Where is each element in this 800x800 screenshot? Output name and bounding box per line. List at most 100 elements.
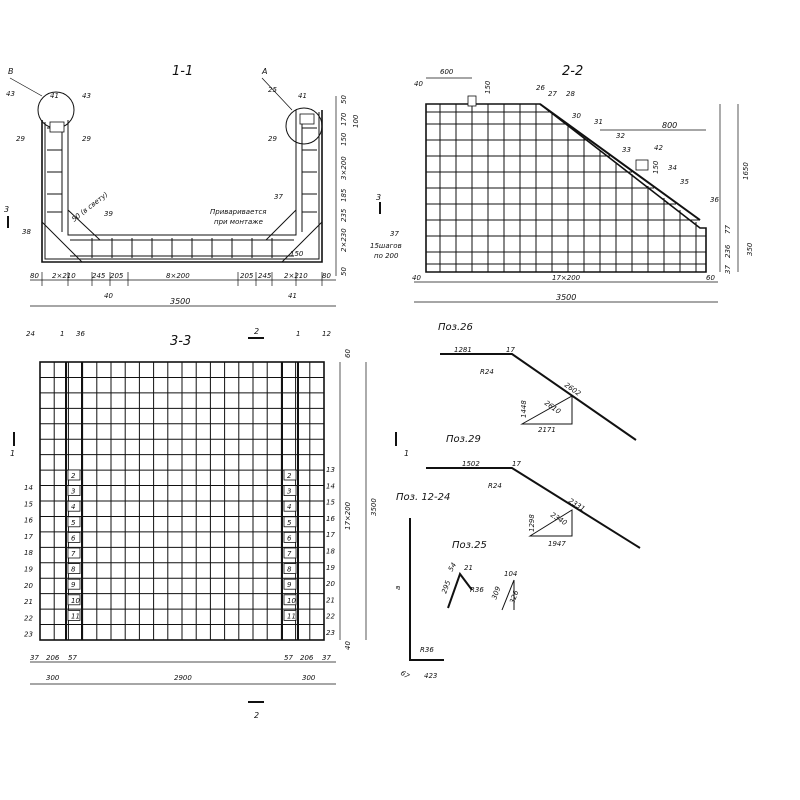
dim-text: 17 (506, 346, 515, 354)
box-left-frame (67, 532, 81, 543)
top-bar-detail-left (49, 121, 65, 133)
pos-label: 41 (288, 292, 297, 300)
dim-text: 350 (746, 242, 754, 256)
bending-poz12-24: Поз. 12-24 a R36 67 423 (394, 492, 450, 681)
section-3-3-mesh (40, 362, 324, 640)
bending-poz26: Поз.26 1281 17 R24 2602 2610 1448 2171 (438, 322, 637, 441)
dim-text: 80 (30, 272, 39, 280)
box-left-frame (67, 500, 81, 512)
dim-text: 2×230 (340, 228, 348, 252)
box-right-frame (283, 610, 297, 621)
dim-text: 80 (322, 272, 331, 280)
pos-label: 38 (22, 228, 31, 236)
lifting-loop (467, 95, 477, 107)
cut-mark-2-top: 2 (254, 327, 259, 336)
dim-text: 206 (46, 654, 60, 662)
dim-text: 326 (508, 589, 520, 605)
pos-label: 40 (104, 292, 113, 300)
box-left-number: 10 (71, 597, 80, 605)
dim-text: 21 (464, 564, 473, 572)
dim-text: 1281 (454, 346, 472, 354)
dim-300-left: 300 (46, 674, 60, 682)
pos-label: 37 (274, 193, 283, 201)
section-3-3: 3-3 24 1 36 1 12 2 2 1 1 141516171819202… (10, 327, 409, 720)
dim-text: 206 (300, 654, 314, 662)
dim-text: 17 (512, 460, 521, 468)
weld-note-line2: при монтаже (214, 218, 263, 226)
pos-label: 36 (710, 196, 719, 204)
dim-150-top: 150 (484, 80, 492, 94)
box-left-number: 4 (71, 503, 75, 511)
row-label-left: 18 (24, 549, 33, 557)
callout-label-a: A (261, 67, 267, 76)
dim-text: 2610 (543, 399, 563, 416)
box-right-number: 6 (287, 534, 292, 542)
box-right-frame (283, 532, 297, 543)
pos-label: 24 (26, 330, 35, 338)
pos-label: 28 (566, 90, 575, 98)
dim-60-right: 60 (344, 349, 352, 358)
row-label-left: 21 (24, 598, 33, 606)
u-shape-inner (67, 110, 297, 236)
cut-mark-1-left: 1 (10, 449, 15, 458)
dim-text: 170 (340, 112, 348, 126)
box-right-frame (283, 485, 297, 497)
box-left-number: 2 (71, 472, 76, 480)
row-label-left: 20 (24, 582, 33, 590)
dim-text: R36 (470, 586, 484, 594)
pos-label: 29 (82, 135, 91, 143)
dim-text: 2×210 (284, 272, 308, 280)
box-right-frame (283, 563, 297, 574)
box-right-frame (283, 469, 297, 481)
pos-label: 27 (548, 90, 557, 98)
pos-label: 43 (6, 90, 15, 98)
bending-poz25: Поз.25 54 21 295 R36 104 309 326 (440, 540, 521, 611)
section-3-3-top-labels: 24 1 36 1 12 (26, 330, 331, 338)
dim-800: 800 (662, 121, 677, 130)
section-3-3-small-dims: 37 206 57 57 206 37 (30, 654, 331, 662)
row-label-right: 23 (326, 629, 335, 637)
dim-600: 600 (440, 68, 454, 76)
dim-text: 3×200 (340, 156, 348, 180)
dim-text: 2×210 (52, 272, 76, 280)
dim-text: 50 (340, 267, 348, 276)
row-label-right: 18 (326, 548, 335, 556)
dim-text: 235 (340, 208, 348, 222)
dim-text: 37 (724, 265, 732, 274)
box-right-number: 2 (287, 472, 292, 480)
section-2-2: 2-2 600 150 40 800 26 27 28 30 31 (370, 64, 754, 303)
pos-label: 26 (536, 84, 545, 92)
pos-label: 29 (16, 135, 25, 143)
section-1-1-bottom-dims: 80 2×210 245 205 8×200 205 245 2×210 80 (30, 272, 331, 280)
dim-40-right: 40 (344, 641, 352, 650)
sloped-bar (539, 103, 701, 221)
callout-circle-a (285, 107, 323, 145)
box-left-frame (67, 563, 81, 574)
small-dim-label: 150 (290, 250, 304, 258)
height-17x200: 17×200 (344, 501, 352, 530)
section-1-1-right-dims: 50 170 100 150 3×200 185 235 2×230 50 (340, 95, 360, 276)
dim-text: 309 (490, 585, 502, 601)
dim-17x200: 17×200 (552, 274, 581, 282)
pos-label: 25 (268, 86, 277, 94)
section-2-2-right-dims: 77 236 37 350 (724, 225, 754, 274)
pos-label: 35 (680, 178, 689, 186)
poz25-title: Поз.25 (452, 540, 487, 551)
pos-label: 1 (60, 330, 64, 338)
section-2-2-title: 2-2 (562, 64, 583, 79)
section-2-2-total-width: 3500 (556, 293, 576, 302)
box-right-frame (283, 500, 297, 512)
box-left-frame (67, 485, 81, 497)
clear-gap-label: 50 (в свету) (70, 190, 109, 223)
section-1-1-total-width: 3500 (170, 297, 190, 306)
section-2-2-pos-labels: 26 27 28 30 31 32 33 42 34 35 36 37 (390, 84, 719, 238)
row-label-right: 20 (326, 580, 335, 588)
box-right-number: 11 (287, 612, 296, 620)
pos-label: 43 (82, 92, 91, 100)
dim-text: 37 (322, 654, 331, 662)
row-label-right: 13 (326, 466, 335, 474)
dim-text: 50 (340, 95, 348, 104)
box-right-number: 9 (287, 581, 292, 589)
